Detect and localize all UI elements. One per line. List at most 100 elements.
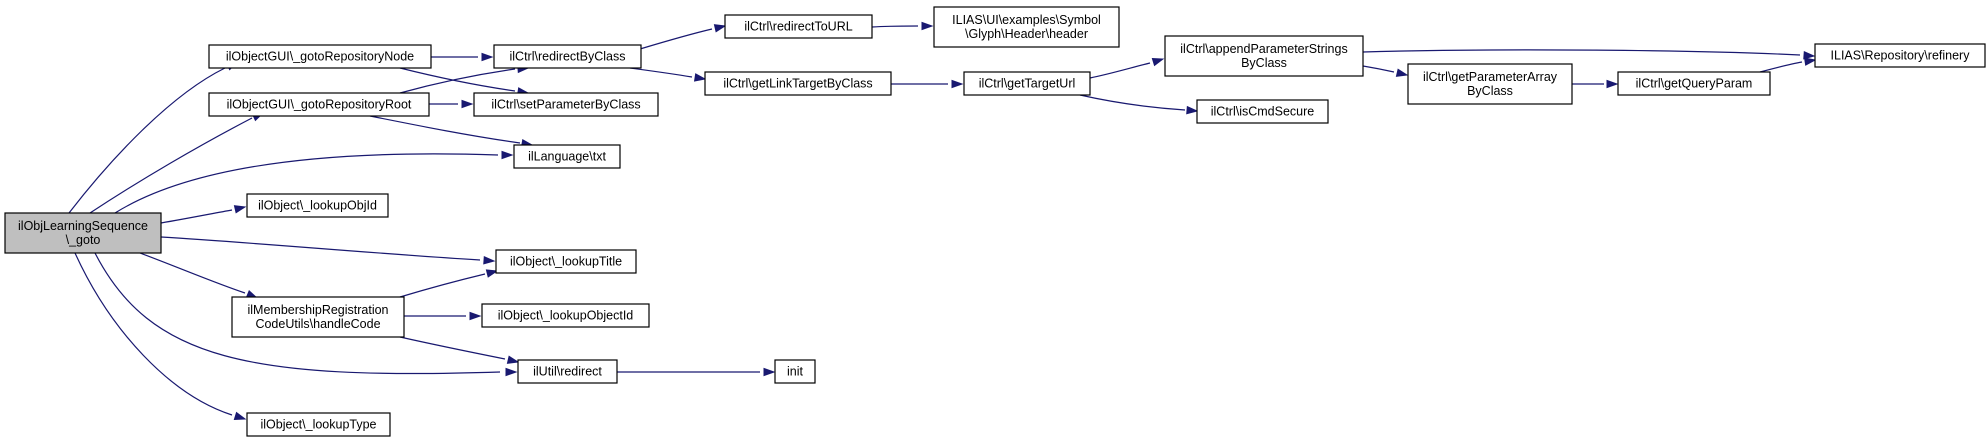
edge-arrowhead <box>713 24 727 33</box>
edge-getLinkTarget-to-getTargetUrl <box>891 79 964 89</box>
node-box <box>517 359 618 384</box>
node-lookupObjectId[interactable]: ilObject\_lookupObjectId <box>481 303 650 328</box>
node-box <box>1407 63 1573 105</box>
edge-arrowhead <box>461 99 474 109</box>
node-box <box>246 412 391 437</box>
edge-root-to-gotoRepoNode <box>68 61 239 214</box>
edge-line <box>160 236 481 261</box>
edge-getTargetUrl-to-appendParams <box>1089 57 1165 79</box>
node-getQueryParam[interactable]: ilCtrl\getQueryParam <box>1617 71 1771 96</box>
node-label: \_goto <box>66 233 101 247</box>
edge-root-to-lookupObjId <box>160 205 247 224</box>
edge-arrowhead <box>506 355 520 364</box>
node-isCmdSecure[interactable]: ilCtrl\isCmdSecure <box>1196 99 1329 124</box>
node-box <box>493 44 642 69</box>
node-label: ilCtrl\appendParameterStrings <box>1180 42 1347 56</box>
node-label: ilCtrl\getParameterArray <box>1423 70 1558 84</box>
node-redirectByClass[interactable]: ilCtrl\redirectByClass <box>493 44 642 69</box>
node-label: ilObject\_lookupTitle <box>510 255 622 269</box>
edge-arrowhead <box>469 311 482 321</box>
node-box <box>704 71 892 96</box>
node-box <box>495 249 637 274</box>
node-redirectToURL[interactable]: ilCtrl\redirectToURL <box>724 14 873 39</box>
edge-line <box>89 117 253 214</box>
edge-root-to-lookupType <box>74 252 247 421</box>
node-label: ilObjLearningSequence <box>18 219 148 233</box>
edge-line <box>399 67 516 92</box>
node-label: ILIAS\Repository\refinery <box>1831 49 1971 63</box>
node-box <box>246 193 389 218</box>
edge-line <box>629 67 693 78</box>
node-getTargetUrl[interactable]: ilCtrl\getTargetUrl <box>963 71 1091 96</box>
node-box <box>933 6 1120 48</box>
edge-line <box>1362 49 1801 56</box>
edge-arrowhead <box>501 150 514 160</box>
edge-arrowhead <box>233 205 247 214</box>
node-label: ilCtrl\redirectByClass <box>510 50 626 64</box>
node-label: ilLanguage\txt <box>528 150 606 164</box>
node-gotoRepoRoot[interactable]: ilObjectGUI\_gotoRepositoryRoot <box>208 92 430 117</box>
edge-gotoRepoRoot-to-langTxt <box>369 115 534 148</box>
node-handleCode[interactable]: ilMembershipRegistrationCodeUtils\handle… <box>231 296 405 338</box>
node-label: CodeUtils\handleCode <box>255 317 380 331</box>
node-init[interactable]: init <box>774 359 816 384</box>
edge-arrowhead <box>483 255 496 265</box>
node-box <box>1196 99 1329 124</box>
edge-gotoRepoNode-to-setParamByClass <box>399 67 530 96</box>
edge-arrowhead <box>505 367 518 377</box>
node-box <box>1814 43 1986 68</box>
edge-arrowhead <box>485 269 499 278</box>
node-utilRedirect[interactable]: ilUtil\redirect <box>517 359 618 384</box>
node-gotoRepoNode[interactable]: ilObjectGUI\_gotoRepositoryNode <box>208 44 432 69</box>
node-label: ilObject\_lookupObjId <box>258 199 377 213</box>
edge-handleCode-to-lookupObjectId <box>403 311 482 321</box>
node-glyphHeader[interactable]: ILIAS\UI\examples\Symbol\Glyph\Header\he… <box>933 6 1120 48</box>
edge-line <box>639 28 713 50</box>
edge-line <box>1759 61 1803 73</box>
edge-getQueryParam-to-refinery <box>1759 57 1817 73</box>
node-box <box>473 92 659 117</box>
node-label: ilCtrl\isCmdSecure <box>1211 105 1315 119</box>
edge-arrowhead <box>1803 57 1817 66</box>
node-root[interactable]: ilObjLearningSequence\_goto <box>4 212 162 254</box>
edge-arrowhead <box>693 73 707 82</box>
node-label: init <box>787 365 804 379</box>
edge-arrowhead <box>233 411 247 421</box>
node-box <box>724 14 873 39</box>
edge-root-to-langTxt <box>114 150 514 214</box>
node-lookupType[interactable]: ilObject\_lookupType <box>246 412 391 437</box>
node-setParamByClass[interactable]: ilCtrl\setParameterByClass <box>473 92 659 117</box>
node-label: ilObjectGUI\_gotoRepositoryRoot <box>227 98 412 112</box>
node-getLinkTarget[interactable]: ilCtrl\getLinkTargetByClass <box>704 71 892 96</box>
node-box <box>1164 35 1364 77</box>
node-box <box>963 71 1091 96</box>
edge-root-to-utilRedirect <box>94 252 518 377</box>
edges-layer <box>68 21 1817 421</box>
edge-getParamArray-to-getQueryParam <box>1572 79 1619 89</box>
edge-handleCode-to-lookupTitle <box>399 269 499 298</box>
node-lookupTitle[interactable]: ilObject\_lookupTitle <box>495 249 637 274</box>
edge-arrowhead <box>1151 57 1165 67</box>
edge-redirectToURL-to-glyphHeader <box>871 21 934 31</box>
node-label: ilUtil\redirect <box>533 365 602 379</box>
edge-root-to-gotoRepoRoot <box>89 112 265 214</box>
edge-line <box>399 68 516 94</box>
node-lookupObjId[interactable]: ilObject\_lookupObjId <box>246 193 389 218</box>
edge-appendParams-to-refinery <box>1362 49 1816 60</box>
node-label: ilCtrl\getQueryParam <box>1636 77 1753 91</box>
edge-gotoRepoRoot-to-setParamByClass <box>428 99 474 109</box>
edge-line <box>1089 62 1151 79</box>
edge-redirectByClass-to-getLinkTarget <box>629 67 707 82</box>
edge-line <box>94 252 501 375</box>
node-box <box>208 92 430 117</box>
edge-appendParams-to-getParamArray <box>1362 65 1409 77</box>
node-box <box>481 303 650 328</box>
node-refinery[interactable]: ILIAS\Repository\refinery <box>1814 43 1986 68</box>
node-langTxt[interactable]: ilLanguage\txt <box>513 144 621 169</box>
edge-root-to-handleCode <box>139 252 259 299</box>
edge-line <box>871 25 919 28</box>
edge-arrowhead <box>763 367 776 377</box>
